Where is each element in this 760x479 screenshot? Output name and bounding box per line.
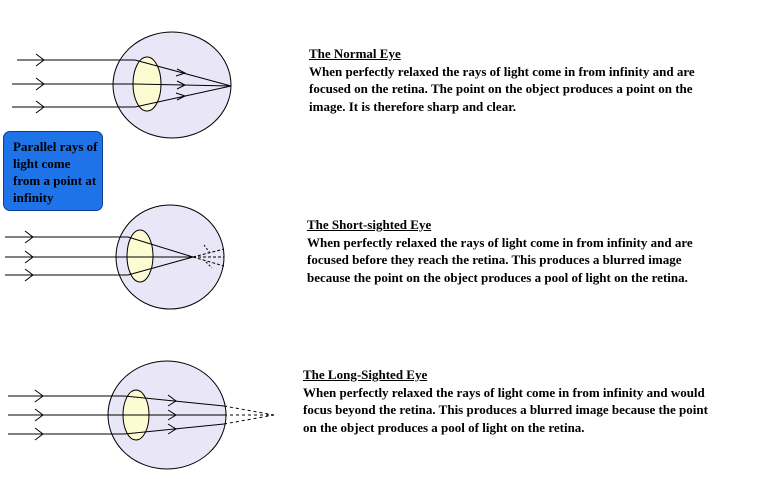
long-refracted-rays	[123, 394, 225, 435]
normal-eye-figure	[12, 31, 232, 139]
short-dotted-arrowheads	[203, 244, 213, 269]
short-sighted-title: The Short-sighted Eye	[307, 217, 432, 232]
long-projected-rays	[223, 405, 275, 425]
normal-eye-description: When perfectly relaxed the rays of light…	[309, 63, 695, 114]
normal-arrowheads	[35, 53, 45, 114]
short-incoming-rays	[5, 236, 128, 276]
long-sighted-eye-figure	[8, 360, 275, 470]
short-diverging-rays	[192, 248, 225, 267]
short-refracted-rays	[127, 236, 194, 276]
normal-incoming-rays	[12, 59, 135, 108]
short-arrowheads	[24, 230, 34, 282]
short-sighted-description: When perfectly relaxed the rays of light…	[307, 234, 693, 285]
long-incoming-rays	[8, 395, 124, 435]
long-sighted-title: The Long-Sighted Eye	[303, 367, 428, 382]
parallel-rays-callout: Parallel rays of light come from a point…	[3, 131, 103, 211]
short-sighted-eye-figure	[5, 204, 225, 310]
normal-eye-section: The Normal Eye When perfectly relaxed th…	[309, 45, 729, 115]
long-sighted-section: The Long-Sighted Eye When perfectly rela…	[303, 366, 708, 436]
normal-eye-title: The Normal Eye	[309, 46, 401, 61]
normal-refracted-rays	[134, 59, 232, 108]
long-sighted-description: When perfectly relaxed the rays of light…	[303, 384, 708, 435]
long-arrowheads	[34, 389, 44, 441]
callout-text: Parallel rays of light come from a point…	[13, 139, 98, 205]
short-sighted-section: The Short-sighted Eye When perfectly rel…	[307, 216, 717, 286]
